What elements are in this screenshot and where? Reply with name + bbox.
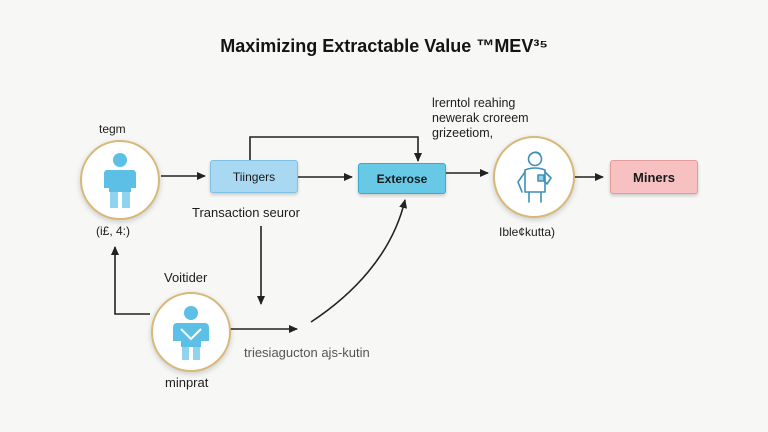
user-circle[interactable] <box>80 140 160 220</box>
page-title: Maximizing Extractable Value ™MEV³⁵ <box>220 36 548 56</box>
arrow-voter-to-user <box>111 246 150 315</box>
triggers-label: Tiingers <box>232 169 276 184</box>
person-icon <box>104 153 136 208</box>
person-icon <box>173 306 209 360</box>
annotation-line: lrerntol reahing <box>432 96 516 110</box>
voter-circle[interactable] <box>151 292 231 372</box>
miners-label: Miners <box>633 169 675 185</box>
arrow-curve-to-extractor <box>310 199 408 323</box>
miner-circle[interactable] <box>493 136 575 218</box>
person-thinking-icon <box>517 151 552 203</box>
voter-bottom-label: minprat <box>165 375 209 390</box>
arrow-annotation-to-extractor <box>249 136 422 168</box>
miner-label: Ible¢kutta) <box>499 225 556 239</box>
user-top-label: tegm <box>99 122 126 136</box>
flow-label: triesiagucton ajs-kutin <box>244 345 370 360</box>
annotation-line: newerak croreem <box>432 111 529 125</box>
extractor-box[interactable]: Exterose <box>358 163 446 194</box>
voter-top-label: Voitider <box>164 270 208 285</box>
extractor-label: Exterose <box>376 171 428 186</box>
miners-box[interactable]: Miners <box>610 160 698 194</box>
triggers-box[interactable]: Tiingers <box>210 160 298 193</box>
user-bottom-label: (i£, 4:) <box>96 224 131 238</box>
annotation-text: lrerntol reahing newerak croreem grizeet… <box>432 96 529 141</box>
annotation-line: grizeetiom, <box>432 126 494 140</box>
triggers-caption: Transaction seuror <box>192 205 300 220</box>
